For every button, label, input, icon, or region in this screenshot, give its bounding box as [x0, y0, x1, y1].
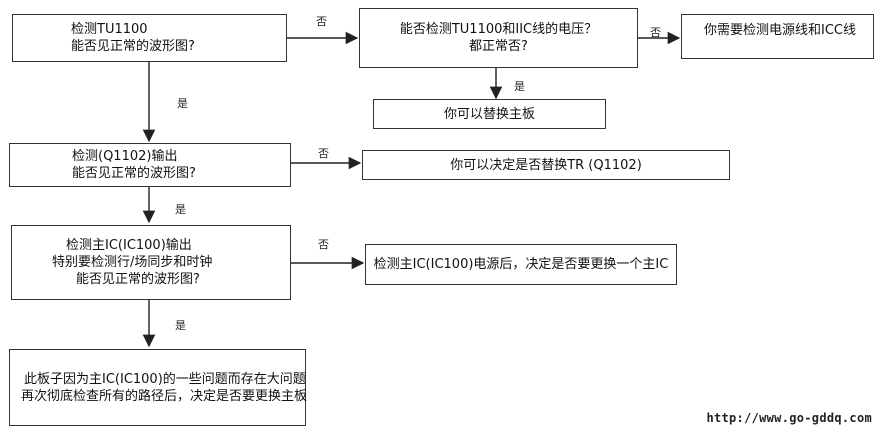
box-line: 你可以决定是否替换TR (Q1102) [450, 157, 642, 173]
box-line: 特别要检测行/场同步和时钟 [52, 255, 213, 270]
check-q1102-box: 检测(Q1102)输出 能否见正常的波形图? [9, 143, 291, 187]
replace-board-box: 你可以替换主板 [373, 99, 606, 129]
box-line: 能否见正常的波形图? [71, 39, 195, 54]
check-main-ic-box: 检测主IC(IC100)输出 特别要检测行/场同步和时钟 能否见正常的波形图? [11, 225, 291, 300]
edge-label-yes: 是 [175, 319, 186, 332]
replace-tr-box: 你可以决定是否替换TR (Q1102) [362, 150, 730, 180]
check-voltage-box: 能否检测TU1100和IIC线的电压？ 都正常否? [359, 8, 638, 68]
edge-label-yes: 是 [175, 203, 186, 216]
replace-main-ic-box: 检测主IC(IC100)电源后，决定是否要更换一个主IC [365, 244, 677, 285]
board-problem-box: 此板子因为主IC(IC100)的一些问题而存在大问题 再次彻底检查所有的路径后，… [9, 349, 308, 426]
edge-label-yes: 是 [177, 97, 188, 110]
box-line: 能否见正常的波形图? [76, 272, 200, 287]
box-line: 检测主IC(IC100)电源后，决定是否要更换一个主IC [373, 257, 669, 272]
edge-label-no: 否 [650, 26, 661, 39]
box-line: 此板子因为主IC(IC100)的一些问题而存在大问题 [24, 371, 306, 387]
edge-label-no: 否 [316, 15, 327, 28]
box-line: 检测主IC(IC100)输出 [66, 238, 192, 253]
box-line: 能否见正常的波形图? [72, 166, 196, 181]
box-line: 检测(Q1102)输出 [72, 149, 178, 164]
edge-label-no: 否 [318, 147, 329, 160]
box-line: 再次彻底检查所有的路径后，决定是否要更换主板 [21, 388, 308, 404]
edge-label-no: 否 [318, 238, 329, 251]
box-line: 检测TU1100 [71, 22, 148, 37]
box-line: 你需要检测电源线和ICC线 [704, 23, 856, 38]
check-power-line-box: 你需要检测电源线和ICC线 [681, 14, 874, 59]
watermark-url: http://www.go-gddq.com [706, 411, 872, 425]
box-line: 能否检测TU1100和IIC线的电压？ [399, 22, 598, 37]
edge-label-yes: 是 [514, 80, 525, 93]
box-line: 你可以替换主板 [443, 106, 535, 122]
box-line: 都正常否? [469, 39, 528, 54]
check-tu1100-box: 检测TU1100 能否见正常的波形图? [12, 14, 287, 62]
